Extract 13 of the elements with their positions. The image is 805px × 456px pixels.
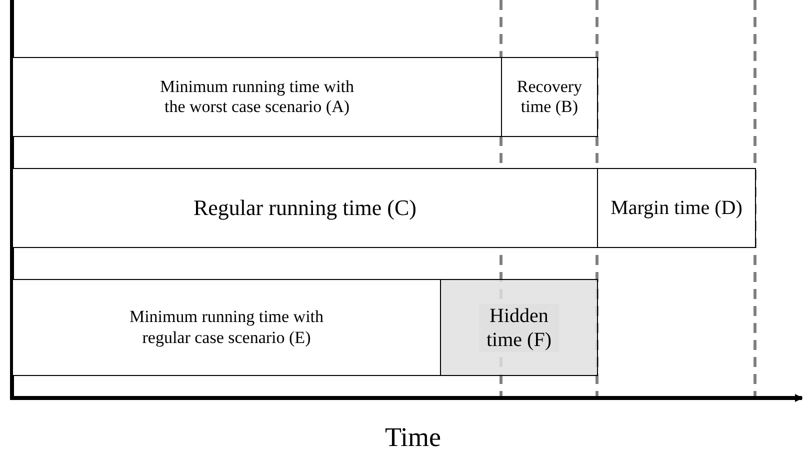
time-segment-box — [12, 57, 502, 137]
time-segment-box — [12, 168, 598, 248]
segment-label: Regular running time (C) — [193, 194, 416, 222]
segment-label: Minimum running time with regular case scenario (E) — [128, 307, 325, 348]
segment-label: Hidden time (F) — [479, 304, 559, 352]
time-segment-box — [597, 168, 756, 248]
time-segment-box — [440, 279, 598, 376]
segment-label: Margin time (D) — [610, 196, 742, 220]
segment-label: Recovery time (B) — [516, 76, 584, 118]
time-segment-box — [12, 279, 441, 376]
segment-label: Minimum running time with the worst case scenario (A) — [158, 76, 356, 118]
time-segment-box — [501, 57, 598, 137]
axis-title: Time — [385, 422, 442, 453]
